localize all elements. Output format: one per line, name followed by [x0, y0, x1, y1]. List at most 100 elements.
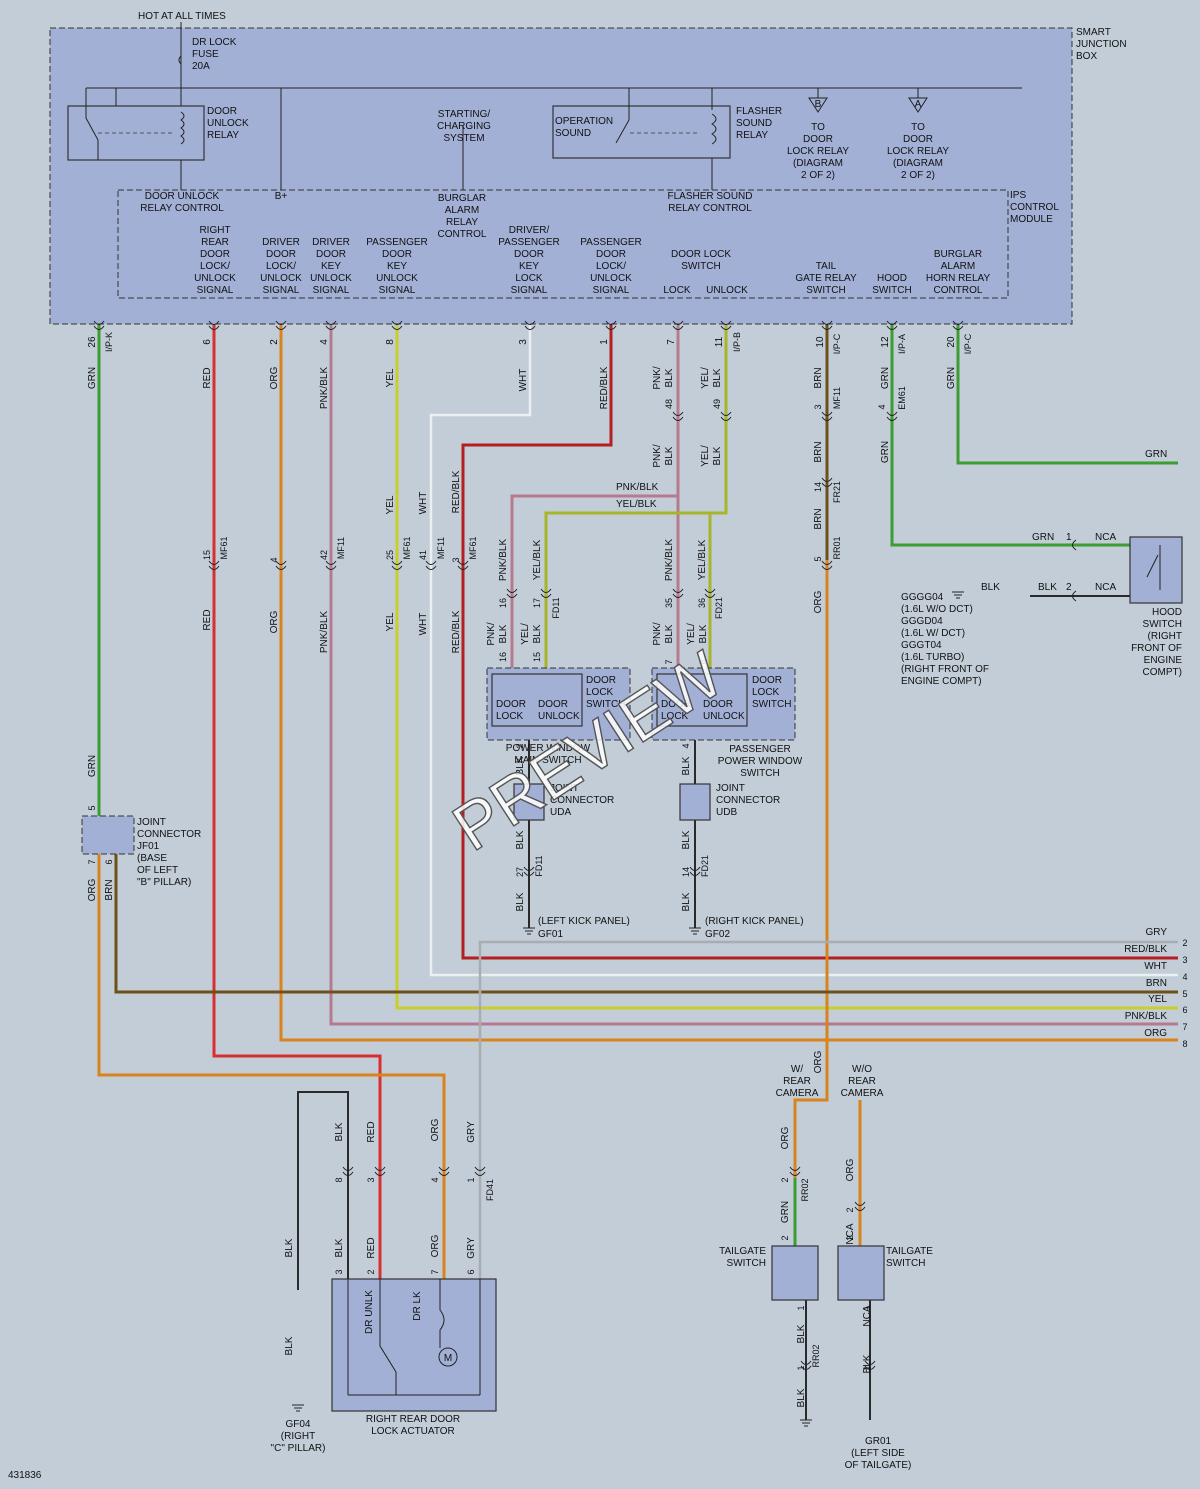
lbl-grn-c: GRN	[946, 367, 957, 389]
connector-chevron	[821, 416, 833, 421]
connector-chevron	[821, 560, 833, 565]
connector-chevron	[800, 1365, 812, 1370]
pn-2e: 2	[780, 1235, 790, 1240]
lbl-grn-a: GRN	[87, 367, 98, 389]
lbl-org-f: ORG	[430, 1118, 441, 1141]
lbl-pnk-b: PNK/	[652, 444, 663, 468]
connector-chevron	[325, 560, 337, 565]
pin-3: 3	[518, 339, 529, 345]
lbl-blk-i: BLK	[681, 830, 692, 849]
wire-gry	[478, 940, 1178, 1279]
harness-label-6: ORG	[1144, 1028, 1167, 1039]
pn-3a: 3	[813, 404, 823, 409]
lbl-grn-f: GRN	[780, 1201, 791, 1223]
connector-chevron	[438, 1171, 450, 1176]
lbl-yel-b1: YEL	[385, 495, 396, 514]
connector-chevron	[952, 325, 964, 330]
connector-chevron	[275, 320, 287, 325]
connector-chevron	[605, 320, 617, 325]
harness-num-5: 7	[1182, 1022, 1187, 1032]
connector-a-triangle	[908, 97, 928, 113]
bplus: B+	[275, 191, 288, 202]
lbl-blk-g: BLK	[681, 756, 692, 775]
connector-chevron	[821, 477, 833, 482]
ips-lock: LOCK	[663, 285, 691, 296]
lbl-red-d: RED	[366, 1237, 377, 1258]
c-ipk: I/P-K	[104, 332, 114, 352]
lbl-grn-b: GRN	[880, 367, 891, 389]
pin-6: 6	[202, 339, 213, 345]
connector-chevron	[540, 593, 552, 598]
c-rr02b: RR02	[811, 1344, 821, 1367]
pin-11: 11	[714, 336, 725, 347]
lbl-yel-d: YEL/	[520, 623, 531, 645]
lbl-blk-m: BLK	[334, 1238, 345, 1257]
connector-chevron	[821, 411, 833, 416]
lbl-pnk-c: PNK/	[486, 622, 497, 646]
pn-6a: 6	[104, 859, 114, 864]
connector-chevron	[208, 565, 220, 570]
lbl-blk-b: BLK	[664, 446, 675, 465]
connector-chevron	[672, 588, 684, 593]
connector-chevron	[325, 320, 337, 325]
c-em61: EM61	[897, 386, 907, 410]
connector-marks	[93, 320, 1077, 1370]
harness-label-0: GRY	[1146, 927, 1168, 938]
connector-chevron	[864, 1360, 876, 1365]
lbl-gry-b: GRY	[466, 1237, 477, 1259]
lbl-yelblk-b: YEL/BLK	[532, 539, 543, 580]
connector-chevron	[342, 1171, 354, 1176]
lbl-yelblk-c: YEL/BLK	[697, 539, 708, 580]
harness-label-5: PNK/BLK	[1125, 1011, 1168, 1022]
lbl-wht-c: WHT	[418, 613, 429, 636]
lbl-redblk-a: RED/BLK	[599, 366, 610, 409]
connector-chevron	[524, 320, 536, 325]
lbl-blk-e: BLK	[664, 624, 675, 643]
pn-41: 41	[418, 550, 428, 560]
joint-connector-jf01	[81, 815, 135, 855]
conn-a: A	[915, 99, 922, 110]
connector-chevron	[605, 325, 617, 330]
harness-label-4: YEL	[1148, 994, 1167, 1005]
power-window-main-switch-inner	[491, 673, 583, 727]
connector-chevron	[704, 593, 716, 598]
connector-chevron	[523, 866, 535, 871]
pn-3b: 3	[451, 557, 461, 562]
pn-14: 14	[813, 482, 823, 492]
connector-chevron	[864, 1365, 876, 1370]
pn-1-hood: 1	[1066, 532, 1072, 543]
lbl-wht-a: WHT	[518, 369, 529, 392]
pn-3d: 3	[334, 1269, 344, 1274]
lbl-red-c: RED	[366, 1121, 377, 1142]
harness-label-1: RED/BLK	[1124, 944, 1167, 955]
pin-1: 1	[599, 339, 610, 345]
pn-1b: 1	[796, 1305, 806, 1310]
wire-brn-jf01	[114, 854, 1178, 994]
connector-chevron	[672, 593, 684, 598]
ips-control-module	[117, 189, 1009, 299]
lbl-wht-b: WHT	[418, 492, 429, 515]
lbl-org-a: ORG	[269, 366, 280, 389]
lbl-yel-a: YEL	[385, 368, 396, 387]
lbl-red-b: RED	[202, 609, 213, 630]
lbl-blk-b2: BLK	[712, 446, 723, 465]
wire-org-2	[279, 324, 1178, 1042]
lbl-yel-e: YEL/	[686, 623, 697, 645]
lbl-blk-s: BLK	[981, 582, 1000, 593]
ips-unlock: UNLOCK	[706, 285, 748, 296]
harness-num-2: 4	[1182, 972, 1187, 982]
lbl-blk-h: BLK	[515, 830, 526, 849]
lbl-nca-c: NCA	[1095, 532, 1116, 543]
lbl-blk-t: BLK	[1038, 582, 1057, 593]
lbl-pnkblk-d: PNK/BLK	[319, 611, 330, 654]
